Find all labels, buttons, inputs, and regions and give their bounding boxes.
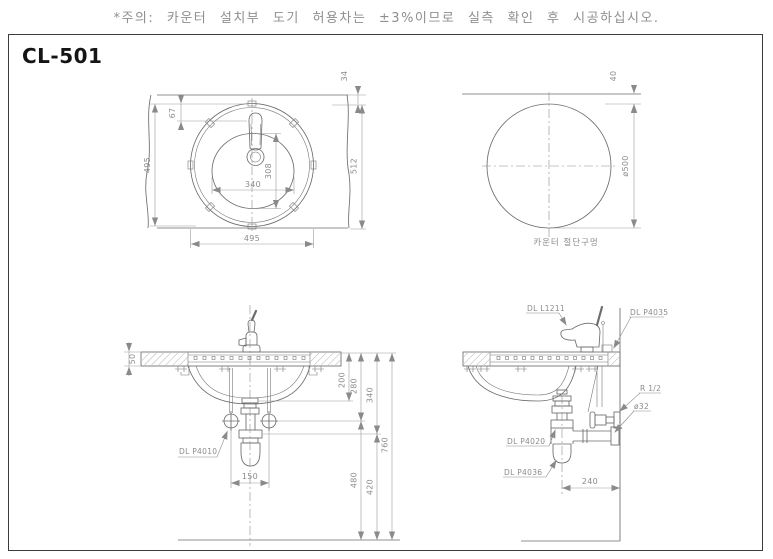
dim-label-50: 50 — [128, 354, 137, 365]
dim-label-200: 200 — [338, 372, 347, 388]
part-label-dl-p4036: DL P4036 — [504, 468, 542, 477]
part-label-dl-p4035: DL P4035 — [630, 308, 668, 317]
part-label-dl-p4010: DL P4010 — [179, 447, 217, 456]
mounting-clips — [175, 366, 324, 376]
rim-bolt-holes-side — [496, 356, 603, 360]
part-label-dl-p4020: DL P4020 — [507, 437, 545, 446]
angle-valves — [222, 368, 278, 431]
dim-label-480: 480 — [350, 472, 359, 488]
counter-hatch-left2 — [464, 353, 490, 365]
front-view: 50 200 280 340 760 480 420 150 DL P4010 — [124, 305, 400, 546]
faucet-front — [238, 309, 261, 353]
part-label-dia32: ø32 — [634, 402, 649, 411]
dim-label-67: 67 — [168, 108, 177, 119]
mounting-lugs — [187, 100, 317, 230]
faucet-side — [560, 305, 613, 353]
dim-label-340: 340 — [366, 387, 375, 403]
faucet-plan — [246, 112, 265, 166]
drain-trap-side — [550, 389, 620, 464]
dim-label-150: 150 — [242, 472, 258, 481]
dim-label-280: 280 — [350, 378, 359, 394]
notice-text: *주의: 카운터 설치부 도기 허용차는 ±3%이므로 실측 확인 후 시공하십… — [113, 11, 660, 26]
dim-label-420: 420 — [366, 479, 375, 495]
dim-label-34: 34 — [340, 71, 349, 82]
mounting-clips-side — [464, 366, 598, 372]
side-view: 240 DL L1211 DL P4035 R 1/2 ø32 DL P4020… — [462, 304, 668, 542]
cutout-caption: 카운터 절단구멍 — [533, 237, 598, 248]
dim-label-308: 308 — [264, 163, 273, 179]
dim-label-240: 240 — [582, 477, 598, 486]
dim-label-512: 512 — [350, 158, 359, 174]
model-number: CL-501 — [22, 44, 103, 68]
dim-label-dia500: ø500 — [621, 155, 630, 176]
angle-valve-side — [589, 411, 621, 429]
part-label-dl-l1211: DL L1211 — [527, 304, 565, 313]
counter-hatch-right — [310, 353, 340, 365]
counter-hatch-left — [142, 353, 188, 365]
part-label-r-half: R 1/2 — [640, 384, 661, 393]
drain-trap-front — [238, 397, 263, 467]
dim-label-495-bottom: 495 — [244, 234, 260, 243]
dim-label-495-left: 495 — [143, 157, 152, 173]
dim-label-40: 40 — [609, 71, 618, 82]
cutout-view: 40 ø500 카운터 절단구멍 — [462, 71, 641, 248]
dim-label-340: 340 — [245, 180, 261, 189]
plan-view: 34 67 495 512 308 340 495 — [143, 71, 366, 248]
drawing-border — [8, 34, 763, 551]
rim-bolt-holes — [193, 356, 306, 360]
dim-label-760: 760 — [381, 437, 390, 453]
counter-hatch-wall — [609, 353, 619, 365]
